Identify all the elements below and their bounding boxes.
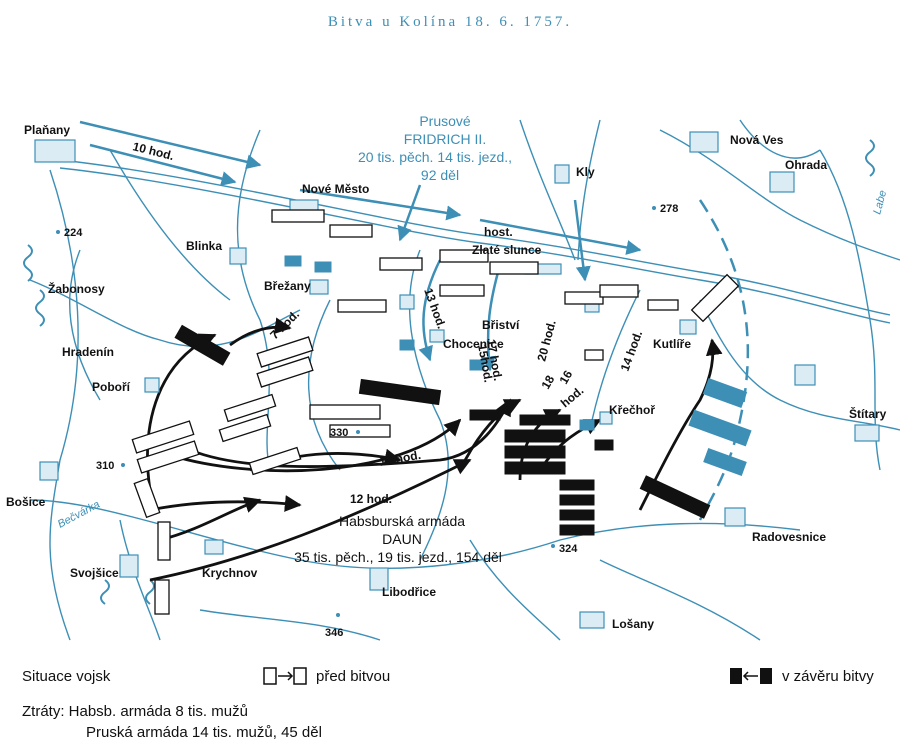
- elevation-330: 330: [330, 427, 348, 439]
- place-svojsice: Svojšice: [70, 566, 119, 580]
- place-krychnov: Krychnov: [202, 566, 258, 580]
- time-18: 18: [538, 373, 557, 392]
- losses-prussia: Pruská armáda 14 tis. mužů, 45 děl: [86, 724, 322, 741]
- place-krechor: Křečhoř: [609, 403, 655, 417]
- place-nove-mesto: Nové Město: [302, 182, 369, 196]
- time-16b: hod.: [558, 383, 586, 410]
- place-planany: Plaňany: [24, 123, 70, 137]
- time-15: 15hod.: [475, 343, 496, 384]
- place-zabonosy: Žabonosy: [48, 281, 105, 296]
- place-kly: Kly: [576, 165, 595, 179]
- hill-hatching: [23, 139, 875, 605]
- time-12: 12 hod.: [350, 492, 392, 506]
- legend-before-symbol: [263, 667, 307, 685]
- prussian-blue-units: [284, 255, 752, 477]
- time-16a: 16: [556, 368, 575, 387]
- habsburg-label-2: DAUN: [382, 531, 422, 547]
- habsburg-label-3: 35 tis. pěch., 19 tis. jezd., 154 děl: [294, 549, 502, 565]
- time-16hod: 16 hod.: [378, 448, 422, 469]
- time-14: 14 hod.: [618, 329, 646, 373]
- place-blinka: Blinka: [186, 239, 222, 253]
- place-brezany: Břežany: [264, 279, 311, 293]
- legend-situace: Situace vojsk: [22, 668, 111, 685]
- elevation-324: 324: [559, 543, 578, 555]
- time-20: 20 hod.: [534, 319, 558, 363]
- village-blocks: [34, 131, 880, 629]
- prussian-label-4: 92 děl: [421, 167, 459, 183]
- place-chocenice: Chocenice: [443, 337, 504, 351]
- place-ohrada: Ohrada: [785, 158, 827, 172]
- place-nova-ves: Nová Ves: [730, 133, 784, 147]
- place-bosice: Bošice: [6, 495, 46, 509]
- legend-end-symbol: [730, 668, 772, 684]
- legend-zaver: v závěru bitvy: [782, 668, 874, 685]
- place-bristvi: Břiství: [482, 318, 520, 332]
- prussian-units: [131, 209, 740, 615]
- terrain-lines: [29, 119, 900, 641]
- losses-habsburg: Ztráty: Habsb. armáda 8 tis. mužů: [22, 703, 248, 720]
- place-kutlire: Kutlíře: [653, 337, 691, 351]
- place-stitary: Štítary: [849, 406, 887, 421]
- map-title: Bitva u Kolína 18. 6. 1757.: [327, 14, 573, 30]
- elevation-278: 278: [660, 203, 678, 215]
- elevation-346: 346: [325, 627, 343, 639]
- elevation-310: 310: [96, 460, 114, 472]
- place-libodrice: Libodřice: [382, 585, 436, 599]
- place-hradenin: Hradenín: [62, 345, 114, 359]
- battle-map: Plaňany Nové Město Kly Nová Ves Ohrada B…: [6, 113, 900, 641]
- prussian-label-2: FRIDRICH II.: [404, 131, 486, 147]
- place-radovesnice: Radovesnice: [752, 530, 826, 544]
- prussian-label-3: 20 tis. pěch. 14 tis. jezd.,: [358, 149, 512, 165]
- austrian-units: [174, 324, 711, 536]
- place-zlate-slunce-2: Zlaté slunce: [472, 243, 542, 257]
- place-pobori: Poboří: [92, 380, 131, 394]
- legend-pred: před bitvou: [316, 668, 391, 685]
- habsburg-label-1: Habsburská armáda: [339, 513, 465, 529]
- prussian-label-1: Prusové: [419, 113, 471, 129]
- place-labe: Labe: [871, 189, 889, 216]
- elevation-224: 224: [64, 227, 83, 239]
- place-becvarka: Bečvárka: [56, 499, 102, 531]
- prussian-arrows: [79, 120, 750, 521]
- place-zlate-slunce-1: host.: [484, 225, 513, 239]
- place-losany: Lošany: [612, 617, 654, 631]
